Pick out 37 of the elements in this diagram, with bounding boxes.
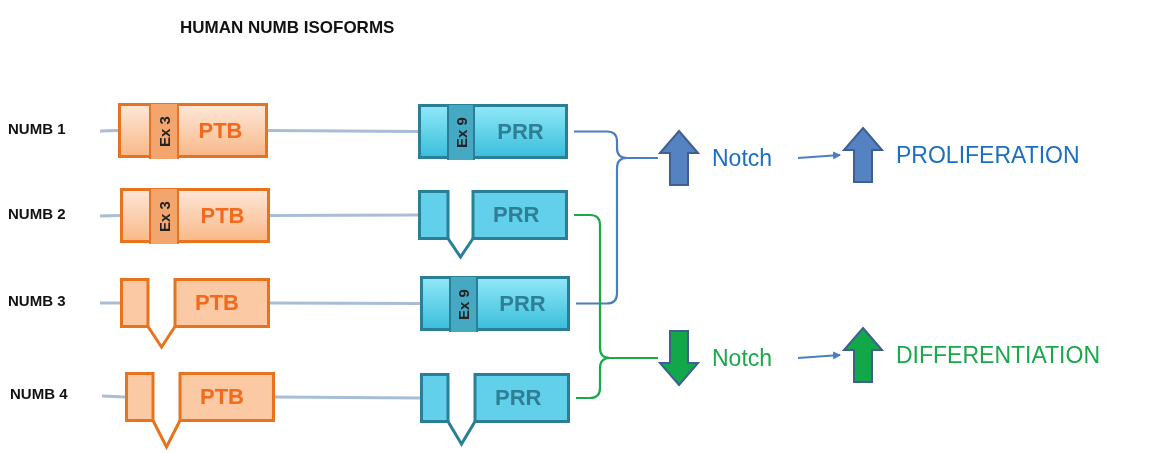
bracket-line [576, 156, 658, 305]
arrow [797, 151, 841, 160]
transcript-line [99, 129, 119, 133]
domain-label: PRR [495, 385, 542, 411]
domain-label: PTB [200, 202, 245, 229]
outcome-label: PROLIFERATION [896, 141, 1080, 169]
exon-box: Ex 9 [449, 277, 478, 332]
bracket-line [576, 356, 658, 400]
transcript-line [268, 129, 418, 133]
domain-label: PRR [497, 118, 544, 145]
transcript-line [270, 301, 420, 305]
exon-box: Ex 3 [149, 104, 179, 159]
transcript-line [270, 213, 418, 217]
domain-label: PTB [195, 290, 239, 316]
diagram-title: HUMAN NUMB ISOFORMS [180, 18, 395, 38]
isoform-label: NUMB 1 [8, 120, 100, 142]
exon-box: Ex 9 [447, 105, 475, 160]
outcome-label: Notch [712, 144, 773, 172]
transcript-line [99, 214, 121, 218]
transcript-line [275, 395, 420, 400]
isoform-label: NUMB 3 [8, 292, 100, 314]
exon-box: Ex 3 [149, 189, 179, 244]
outcome-label: DIFFERENTIATION [896, 341, 1100, 369]
domain-box [420, 276, 570, 331]
domain-label: PTB [200, 384, 244, 410]
arrow [797, 351, 841, 360]
domain-label: PRR [493, 202, 540, 228]
domain-label: PRR [499, 290, 546, 317]
domain-box [120, 188, 270, 243]
outcome-label: Notch [712, 344, 773, 372]
isoform-label: NUMB 4 [10, 385, 102, 407]
isoform-label: NUMB 2 [8, 205, 100, 227]
transcript-line [100, 301, 120, 305]
transcript-line [101, 394, 126, 399]
domain-label: PTB [198, 117, 243, 144]
domain-box [418, 104, 568, 159]
domain-box [118, 103, 268, 158]
